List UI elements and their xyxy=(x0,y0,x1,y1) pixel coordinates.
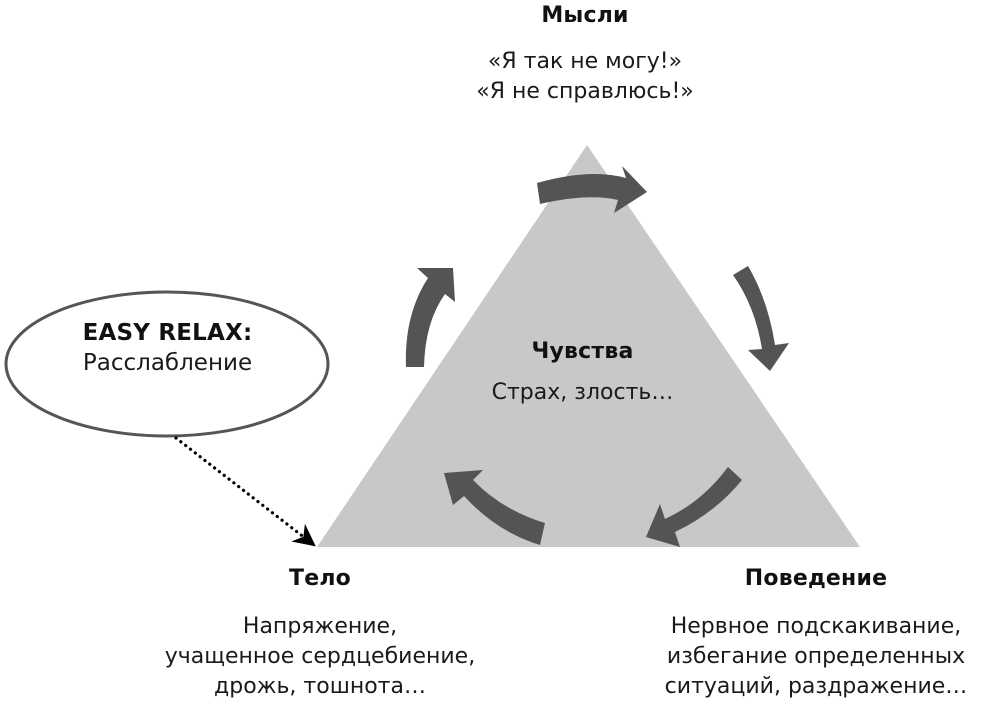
node-body-title: Тело xyxy=(289,566,351,591)
node-behavior-line: избегание определенных xyxy=(666,644,966,669)
easy-relax-title: EASY RELAX: xyxy=(82,320,253,346)
node-behavior-line: ситуаций, раздражение… xyxy=(664,674,968,699)
node-feelings-line: Страх, злость… xyxy=(491,380,674,405)
easy-relax-subtitle: Расслабление xyxy=(82,350,253,376)
curved-arrow-down-icon xyxy=(733,266,789,371)
node-behavior-text: Нервное подскакивание, избегание определ… xyxy=(632,612,1000,702)
node-body-line: дрожь, тошнота… xyxy=(214,674,426,699)
curved-arrow-up-left-icon xyxy=(444,470,545,545)
node-body-text: Напряжение, учащенное сердцебиение, дрож… xyxy=(120,612,520,702)
cognitive-triangle xyxy=(317,145,860,547)
node-feelings-title: Чувства xyxy=(531,339,634,364)
node-thoughts-text: «Я так не могу!» «Я не справлюсь!» xyxy=(430,47,740,107)
node-feelings-text: Страх, злость… xyxy=(465,378,700,408)
easy-relax-label: EASY RELAX: Расслабление xyxy=(20,320,315,378)
curved-arrow-up-icon xyxy=(405,268,455,367)
node-thoughts-line: «Я не справлюсь!» xyxy=(476,79,694,104)
node-behavior-line: Нервное подскакивание, xyxy=(670,614,962,639)
dotted-connector-arrow xyxy=(174,436,316,547)
node-body-line: Напряжение, xyxy=(242,614,398,639)
curved-arrow-right-icon xyxy=(537,166,647,213)
node-thoughts-line: «Я так не могу!» xyxy=(487,49,683,74)
node-thoughts: Мысли «Я так не могу!» «Я не справлюсь!» xyxy=(430,3,740,107)
node-behavior: Поведение Нервное подскакивание, избеган… xyxy=(632,566,1000,702)
node-thoughts-title: Мысли xyxy=(541,3,629,28)
node-body: Тело Напряжение, учащенное сердцебиение,… xyxy=(120,566,520,702)
easy-relax-ellipse xyxy=(4,290,330,438)
curved-arrow-down-left-icon xyxy=(646,467,742,547)
node-feelings: Чувства Страх, злость… xyxy=(465,339,700,408)
node-body-line: учащенное сердцебиение, xyxy=(164,644,476,669)
node-behavior-title: Поведение xyxy=(744,566,888,591)
